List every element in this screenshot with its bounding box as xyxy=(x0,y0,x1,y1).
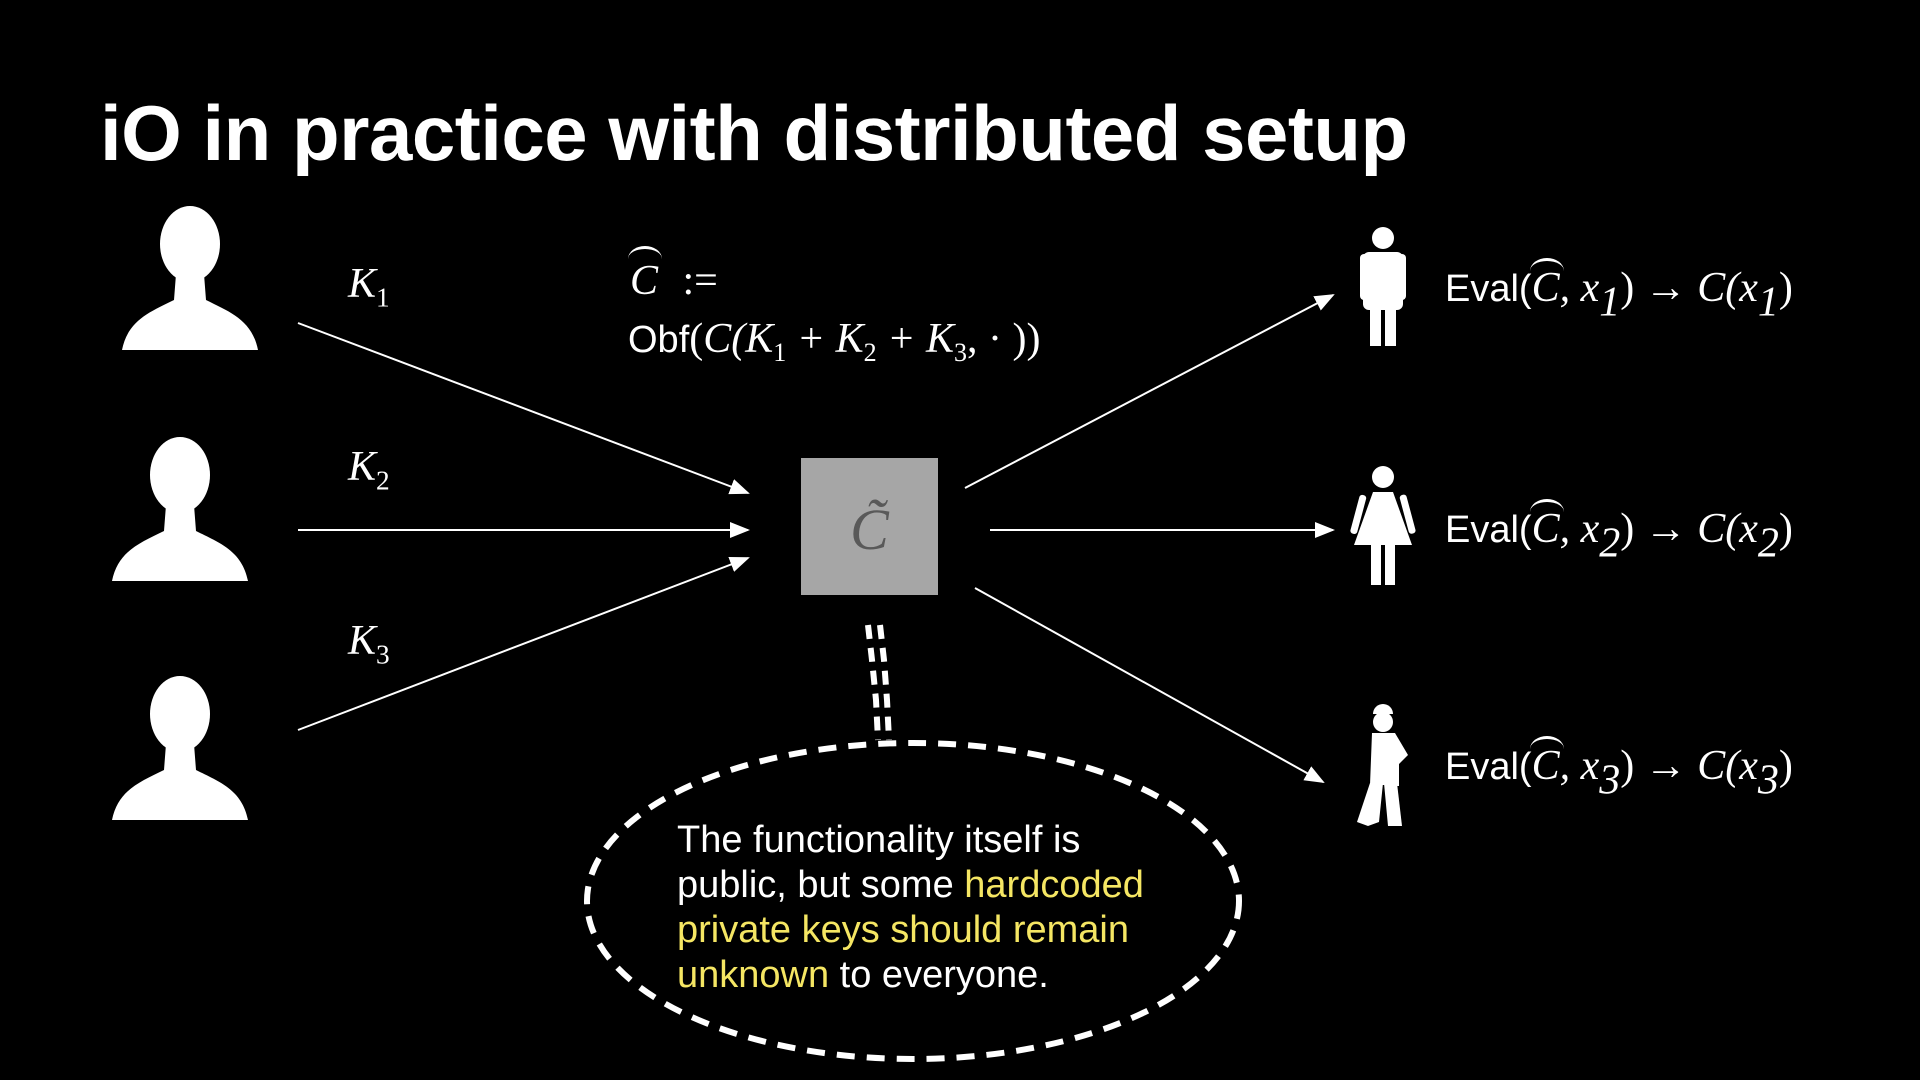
c-tilde: C xyxy=(627,246,663,310)
callout-ellipse xyxy=(584,740,1242,1062)
highlighted-text: hardcoded private keys should remain unk… xyxy=(677,864,1144,996)
obfuscation-definition: C := Obf(C(K1 + K2 + K3, · )) xyxy=(627,246,1041,382)
key-label-3: K3 xyxy=(348,618,390,670)
key-label-1: K1 xyxy=(348,261,390,313)
arrow-out-3 xyxy=(974,587,1325,783)
callout-note: The functionality itself is public, but … xyxy=(677,819,1144,996)
arrow-out-1 xyxy=(964,294,1335,489)
person-head-icon xyxy=(112,437,248,581)
key-label-2: K2 xyxy=(348,444,390,496)
eval-label-3: Eval(C, x3) → C(x3) xyxy=(1445,736,1793,804)
slide-title: iO in practice with distributed setup xyxy=(100,89,1408,177)
box-symbol: C̃ xyxy=(850,497,889,562)
man-icon xyxy=(1360,227,1406,346)
woman-icon xyxy=(1350,466,1416,585)
callout-tail xyxy=(865,624,881,741)
arrow-k3 xyxy=(297,556,750,731)
person-head-icon xyxy=(122,206,258,350)
arrow-k1 xyxy=(297,322,750,495)
eval-label-1: Eval(C, x1) → C(x1) xyxy=(1445,258,1793,326)
eval-label-2: Eval(C, x2) → C(x2) xyxy=(1445,499,1793,567)
person-head-icon xyxy=(112,676,248,820)
callout-tail-2 xyxy=(877,624,892,741)
obfuscated-circuit-box: C̃ xyxy=(801,458,938,595)
worker-icon xyxy=(1357,704,1408,826)
